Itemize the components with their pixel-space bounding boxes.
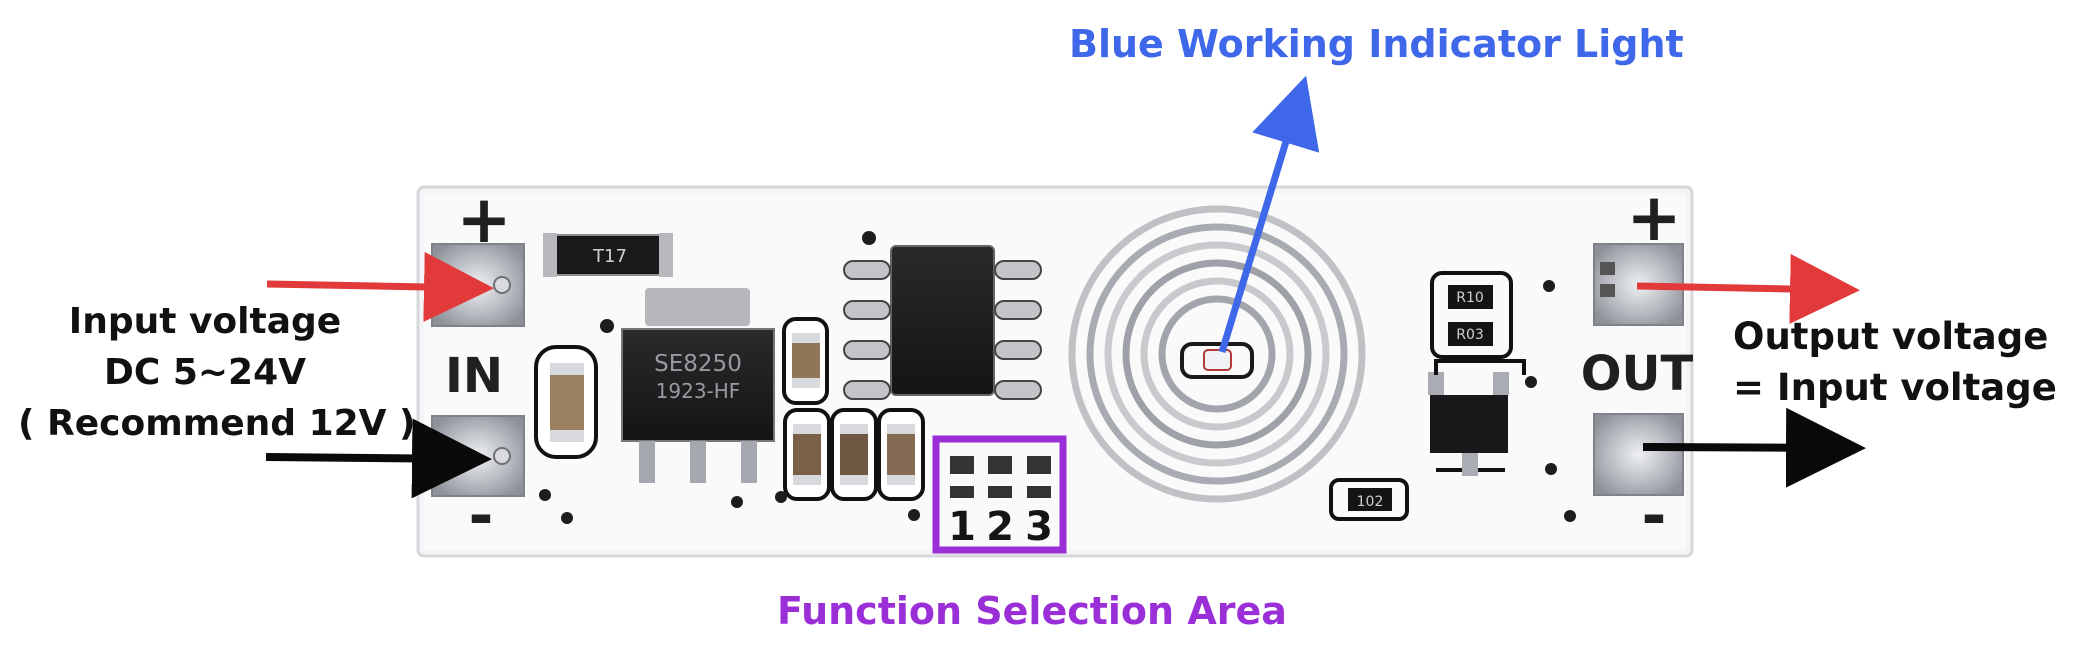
svg-text:R03: R03 — [1456, 327, 1484, 343]
svg-text:T17: T17 — [592, 246, 627, 267]
label-left-line-2: DC 5~24V — [103, 352, 306, 393]
label-bottom: Function Selection Area — [777, 589, 1287, 633]
label-left-line-1: Input voltage — [68, 301, 342, 342]
coil-icon — [1068, 205, 1366, 503]
red-arrow-icon — [266, 251, 494, 322]
label-right-line-1: Output voltage — [1733, 315, 2049, 358]
input-minus-sign: - — [469, 481, 494, 551]
diode-component: T17 — [543, 233, 673, 277]
output-terminal — [1593, 243, 1684, 496]
input-plus-sign: + — [456, 181, 511, 258]
main-ic — [843, 231, 1042, 400]
label-left-line-3: ( Recommend 12V ) — [18, 403, 416, 444]
svg-text:2: 2 — [986, 504, 1014, 550]
svg-text:R10: R10 — [1456, 290, 1484, 306]
output-plus-sign: + — [1626, 179, 1681, 256]
label-right-line-2: = Input voltage — [1733, 366, 2057, 409]
output-minus-sign: - — [1642, 481, 1667, 551]
label-right: Output voltage = Input voltage — [1733, 311, 2071, 413]
pcb-dots — [539, 280, 1576, 524]
svg-text:102: 102 — [1357, 494, 1384, 510]
svg-text:1923-HF: 1923-HF — [656, 379, 741, 403]
svg-text:1: 1 — [948, 504, 976, 550]
regulator-component: SE8250 1923-HF — [621, 288, 775, 483]
label-top: Blue Working Indicator Light — [1069, 22, 1684, 66]
label-left: Input voltage DC 5~24V ( Recommend 12V ) — [18, 296, 416, 449]
output-out-label: OUT — [1581, 346, 1694, 402]
svg-text:3: 3 — [1025, 504, 1053, 550]
svg-text:SE8250: SE8250 — [654, 351, 742, 377]
capacitor-left — [534, 345, 598, 459]
right-components: R10 R03 102 — [1329, 271, 1526, 521]
input-in-label: IN — [445, 348, 503, 404]
black-arrow-icon — [1642, 407, 1866, 488]
blue-arrow-icon — [1218, 75, 1320, 354]
black-arrow-icon — [265, 418, 492, 499]
red-arrow-icon — [1636, 253, 1860, 324]
function-selection-area: 1 2 3 — [932, 435, 1067, 554]
capacitor-grid — [782, 317, 925, 501]
pcb-board — [416, 185, 1694, 558]
